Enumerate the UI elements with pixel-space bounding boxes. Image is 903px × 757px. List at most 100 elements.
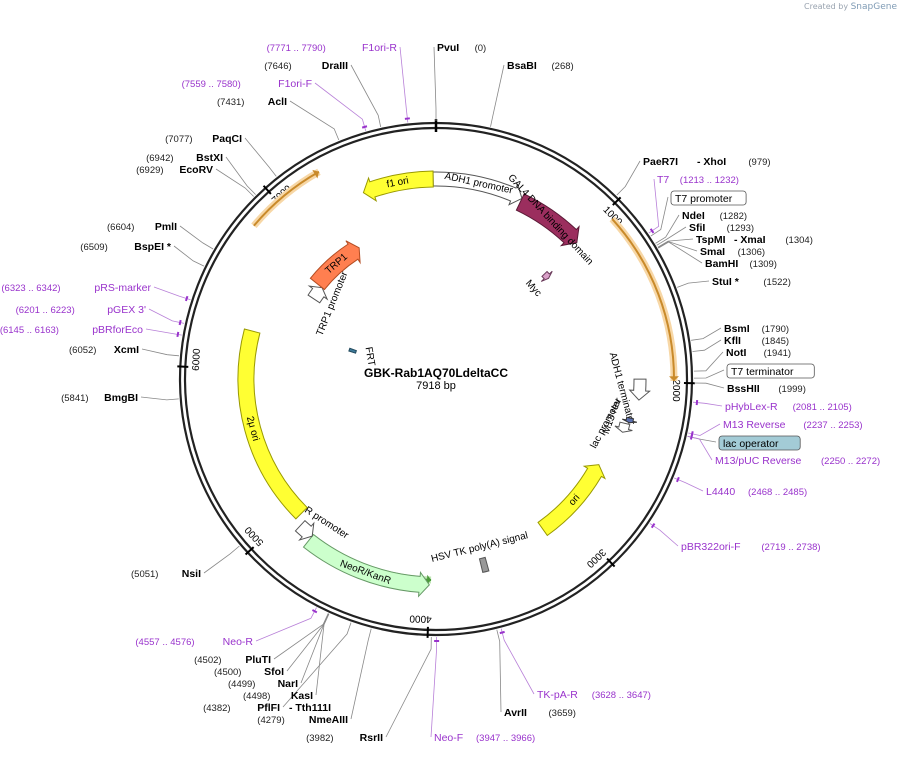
site-coord: (7646) (264, 61, 291, 72)
site-name: L4440 (706, 486, 735, 498)
feature-trp1 (309, 240, 361, 291)
site-coord: (979) (748, 157, 770, 168)
outer-arc (253, 170, 320, 227)
site-stui-: StuI *(1522) (712, 276, 791, 288)
site-pluti: PluTI (4502) (194, 654, 271, 666)
feature-myc (540, 270, 553, 282)
feature-hsv-tk-poly-a-signal (478, 556, 490, 574)
leader-line (385, 636, 432, 738)
tick-mark (612, 196, 622, 206)
site-name: RsrII (360, 732, 383, 744)
site-name: BssHII (727, 383, 760, 395)
leader-line (433, 46, 437, 121)
site-labels: PvuI(0)BsaBI(268)PaeR7I- XhoI(979)T7(121… (0, 42, 880, 744)
site-pvui: PvuI(0) (437, 42, 486, 54)
site-coord: (3947 .. 3966) (476, 733, 535, 744)
site-name: - XhoI (697, 156, 726, 168)
leader-line (687, 435, 713, 461)
primer-binding-mark (361, 125, 368, 129)
leader-line (244, 137, 277, 177)
site-name: PmlI (155, 221, 177, 233)
site-kfli: KflI(1845) (724, 335, 789, 347)
site-coord: (6201 .. 6223) (16, 305, 75, 316)
site-coord: (0) (475, 43, 487, 54)
feature-ori (537, 464, 606, 537)
site-phyblex-r: pHybLex-R(2081 .. 2105) (725, 401, 852, 413)
site-lac-operator: lac operator (718, 435, 801, 451)
primer-binding-mark (404, 117, 410, 120)
site-coord: (3628 .. 3647) (592, 690, 651, 701)
plasmid-name: GBK-Rab1AQ70LdeltaCC (364, 366, 508, 380)
site-coord: (6323 .. 6342) (1, 283, 60, 294)
site-neo-r: Neo-R(4557 .. 4576) (135, 636, 253, 648)
site-sfii: SfiI (1293) (689, 222, 754, 234)
feature-gal4-dna-binding-domain (515, 193, 580, 247)
leader-line (430, 637, 438, 738)
tick-label: 4000 (409, 612, 432, 624)
site-t7-terminator: T7 terminator (726, 363, 815, 379)
feature-label: ori (567, 492, 583, 508)
site-box (670, 190, 747, 206)
site-name: M13/pUC Reverse (715, 455, 802, 467)
site-coord: (4502) (194, 655, 221, 666)
site-coord: (1790) (762, 324, 789, 335)
primer-binding-mark (499, 630, 505, 635)
site-sfoi: SfoI(4500) (214, 666, 284, 678)
site-name: PflFI (257, 702, 280, 714)
feature-f1-ori (362, 170, 434, 202)
outer-arc-arrowhead (312, 169, 319, 179)
site-coord: (1213 .. 1232) (680, 175, 739, 186)
site-nmeaiii: NmeAIII(4279) (257, 714, 348, 726)
site-name: BamHI (705, 258, 738, 270)
site-coord: (7771 .. 7790) (267, 43, 326, 54)
site-box (718, 435, 801, 451)
site-name: lac operator (723, 438, 779, 450)
site-m13-puc-reverse: M13/pUC Reverse(2250 .. 2272) (715, 455, 880, 467)
leader-line (225, 156, 256, 195)
leader-line (692, 339, 722, 352)
site-l4440: L4440(2468 .. 2485) (706, 486, 807, 498)
site-paer7i: PaeR7I (643, 156, 678, 168)
site-name: AclI (268, 96, 287, 108)
leader-line (350, 64, 382, 128)
snapgene-credit: Created by SnapGene (804, 2, 897, 12)
leader-line (350, 628, 372, 720)
site-box (726, 363, 815, 379)
site-name: AvrII (504, 707, 527, 719)
site-name: NotI (726, 347, 746, 359)
site-rsrii: RsrII(3982) (306, 732, 383, 744)
site-name: NmeAIII (309, 714, 348, 726)
outer-arc (611, 218, 675, 381)
site-coord: (1304) (785, 235, 812, 246)
tick-mark (177, 365, 189, 368)
leader-line (658, 241, 703, 264)
leader-line (693, 369, 725, 379)
site--tth111i: - Tth111I (289, 702, 331, 714)
site-bmgbi: BmgBI(5841) (61, 392, 138, 404)
site-bspei-: BspEI *(6509) (80, 241, 172, 253)
leader-line (657, 241, 698, 252)
site-name: SfiI (689, 222, 705, 234)
site-smai: SmaI(1306) (700, 246, 765, 258)
feature-m13-rev (622, 416, 638, 424)
site-name: EcoRV (179, 164, 213, 176)
tick-mark (244, 546, 255, 556)
site-name: pBRforEco (92, 324, 143, 336)
site-coord: (5051) (131, 569, 158, 580)
site-name: PaeR7I (643, 156, 678, 168)
site-name: BsmI (724, 323, 750, 335)
feature-frt (348, 347, 358, 354)
outer-arc-halo (251, 168, 321, 229)
site-name: T7 terminator (731, 366, 794, 378)
site-name: PluTI (245, 654, 271, 666)
site-coord: (1309) (750, 259, 777, 270)
leader-line (289, 100, 340, 141)
site-name: T7 promoter (675, 193, 733, 205)
leader-line (693, 382, 725, 389)
site-name: BsaBI (507, 60, 537, 72)
site-name: - XmaI (734, 234, 766, 246)
leader-line (657, 238, 694, 248)
site-coord: (1293) (727, 223, 754, 234)
site-name: XcmI (114, 344, 139, 356)
